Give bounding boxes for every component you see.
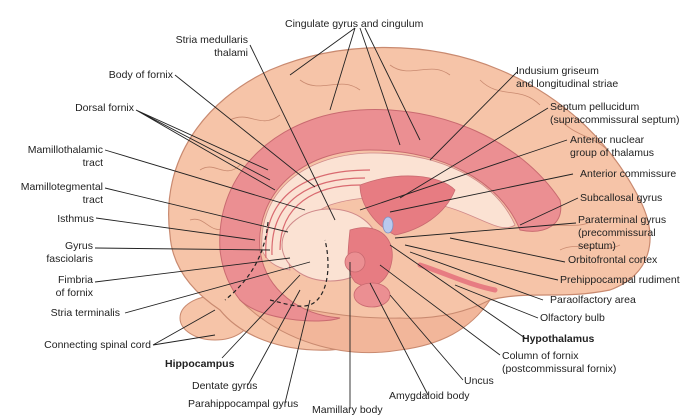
label-isthmus: Isthmus — [57, 213, 94, 225]
olfactory-tract — [417, 262, 498, 293]
label-body-of-fornix: Body of fornix — [108, 69, 173, 81]
label-parahippocampal-gyrus: Parahippocampal gyrus — [188, 398, 299, 410]
label-anterior-nuclear-2: group of thalamus — [570, 147, 655, 159]
label-fimbria-2: of fornix — [55, 287, 93, 299]
anterior-commissure-shape — [382, 216, 394, 234]
label-gyrus-fasciolaris-2: fasciolaris — [46, 253, 93, 265]
label-indusium-griseum-1: Indusium griseum — [516, 65, 599, 77]
label-dentate-gyrus: Dentate gyrus — [192, 380, 258, 392]
label-connecting-spinal-cord: Connecting spinal cord — [44, 339, 151, 351]
label-prehippocampal-rudiment: Prehippocampal rudiment — [560, 274, 680, 286]
label-septum-pellucidum-1: Septum pellucidum — [550, 101, 640, 113]
label-subcallosal-gyrus: Subcallosal gyrus — [580, 192, 663, 204]
label-paraterminal-gyrus-1: Paraterminal gyrus — [578, 214, 667, 226]
label-mamillothalamic-2: tract — [82, 157, 103, 169]
label-gyrus-fasciolaris-1: Gyrus — [64, 240, 93, 252]
leader-lines — [94, 27, 579, 408]
label-dorsal-fornix: Dorsal fornix — [75, 102, 134, 114]
cingulate-gyrus — [219, 109, 562, 322]
label-mamillotegmental-2: tract — [82, 194, 103, 206]
label-mamillotegmental-1: Mamillotegmental — [20, 181, 103, 193]
label-hypothalamus: Hypothalamus — [522, 333, 595, 345]
label-column-of-fornix-2: (postcommissural fornix) — [502, 363, 617, 375]
label-column-of-fornix-1: Column of fornix — [502, 350, 579, 362]
label-uncus: Uncus — [464, 375, 494, 387]
label-fimbria-1: Fimbria — [57, 274, 93, 286]
label-stria-terminalis: Stria terminalis — [50, 307, 120, 319]
label-mamillothalamic-1: Mamillothalamic — [27, 144, 103, 156]
hippocampus-dashed — [224, 221, 329, 307]
label-mamillary-body: Mamillary body — [312, 404, 383, 416]
label-indusium-griseum-2: and longitudinal striae — [516, 78, 619, 90]
mamillary-body-shape — [344, 251, 366, 273]
label-anterior-nuclear-1: Anterior nuclear — [570, 134, 645, 146]
label-stria-medullaris-2: thalami — [214, 47, 248, 59]
label-orbitofrontal-cortex: Orbitofrontal cortex — [568, 254, 658, 266]
label-paraterminal-gyrus-3: septum) — [578, 240, 616, 252]
label-paraolfactory-area: Paraolfactory area — [550, 294, 636, 306]
label-amygdaloid-body: Amygdaloid body — [389, 390, 470, 402]
label-hippocampus: Hippocampus — [165, 358, 235, 370]
label-paraterminal-gyrus-2: (precommissural — [578, 227, 656, 239]
label-stria-medullaris-1: Stria medullaris — [175, 34, 248, 46]
fornix-arcs — [265, 169, 371, 259]
label-septum-pellucidum-2: (supracommissural septum) — [550, 114, 680, 126]
label-cingulate-gyrus: Cingulate gyrus and cingulum — [285, 18, 424, 30]
label-anterior-commissure: Anterior commissure — [580, 168, 677, 180]
label-olfactory-bulb: Olfactory bulb — [540, 312, 605, 324]
